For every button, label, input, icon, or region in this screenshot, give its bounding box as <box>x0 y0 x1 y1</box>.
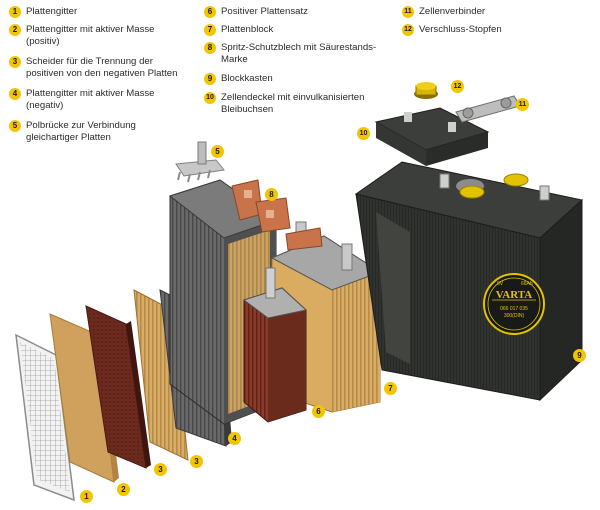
legend-badge: 5 <box>9 120 21 132</box>
legend-text: Positiver Plattensatz <box>221 6 308 17</box>
callout-10: 10 <box>357 127 370 140</box>
legend-text: Scheider für die Trennung der <box>26 56 153 67</box>
battery-label-capacity: 66Ah <box>521 281 533 287</box>
legend-text: Plattenblock <box>221 24 274 35</box>
callout-8: 8 <box>265 188 278 201</box>
legend-badge: 10 <box>204 92 216 104</box>
legend-badge: 11 <box>402 6 414 18</box>
legend-badge: 8 <box>204 42 216 54</box>
legend-item-7: 7 Plattenblock <box>204 24 273 36</box>
legend-badge: 6 <box>204 6 216 18</box>
positive-plate-set <box>242 267 308 423</box>
cell-connector-part <box>455 95 521 123</box>
legend-text: Zellenverbinder <box>419 6 486 17</box>
active-mass-plate-brown <box>85 305 151 469</box>
legend-badge: 1 <box>9 6 21 18</box>
vent-plug-part <box>414 82 438 99</box>
legend-text: Plattengitter mit aktiver Masse <box>26 24 155 35</box>
legend-text: Verschluss-Stopfen <box>419 24 502 35</box>
legend-item-12: 12 Verschluss-Stopfen <box>402 24 502 36</box>
legend-item-6: 6 Positiver Plattensatz <box>204 6 308 18</box>
legend-text: Marke <box>221 54 248 65</box>
legend-text: Plattengitter mit aktiver Masse <box>26 88 155 99</box>
battery-label-brand: VARTA <box>496 289 533 301</box>
legend-text: positiven von den negativen Platten <box>26 68 178 79</box>
legend-text: gleichartiger Platten <box>26 132 111 143</box>
legend-item-1: 1 Plattengitter <box>9 6 77 18</box>
legend-badge: 4 <box>9 88 21 100</box>
callout-4: 4 <box>228 432 241 445</box>
battery-label-line2: 300(DIN) <box>504 313 525 319</box>
legend-badge: 3 <box>9 56 21 68</box>
callout-3: 3 <box>190 455 203 468</box>
battery-label-voltage: 6V <box>497 281 504 287</box>
callout-1: 1 <box>80 490 93 503</box>
legend-text: Plattengitter <box>26 6 78 17</box>
pole-bridge-part <box>175 141 225 183</box>
legend-text: Polbrücke zur Verbindung <box>26 120 136 131</box>
legend-item-5: 5 Polbrücke zur Verbindung gleichartiger… <box>9 120 136 144</box>
callout-6: 6 <box>312 405 325 418</box>
legend-text: (positiv) <box>26 36 60 47</box>
legend-item-9: 9 Blockkasten <box>204 73 273 85</box>
legend-text: Bleibuchsen <box>221 104 274 115</box>
splash-guard-part <box>231 179 291 233</box>
battery-label-line1: 066 017 035 <box>500 306 528 312</box>
legend-badge: 2 <box>9 24 21 36</box>
legend-badge: 7 <box>204 24 216 36</box>
legend-text: Blockkasten <box>221 73 273 84</box>
legend-item-3: 3 Scheider für die Trennung der positive… <box>9 56 177 80</box>
callout-12: 12 <box>451 80 464 93</box>
legend-item-8: 8 Spritz-Schutzblech mit Säurestands- Ma… <box>204 42 376 66</box>
legend-badge: 12 <box>402 24 414 36</box>
legend-text: Spritz-Schutzblech mit Säurestands- <box>221 42 377 53</box>
legend-text: (negativ) <box>26 100 64 111</box>
battery-case: 6V 66Ah VARTA 066 017 035 300(DIN) <box>354 161 584 402</box>
callout-9: 9 <box>573 349 586 362</box>
legend-text: Zellendeckel mit einvulkanisierten <box>221 92 365 103</box>
legend-item-11: 11 Zellenverbinder <box>402 6 485 18</box>
legend-badge: 9 <box>204 73 216 85</box>
callout-11: 11 <box>516 98 529 111</box>
callout-3: 2 <box>117 483 130 496</box>
callout-7: 7 <box>384 382 397 395</box>
legend-item-4: 4 Plattengitter mit aktiver Masse (negat… <box>9 88 155 112</box>
legend-item-10: 10 Zellendeckel mit einvulkanisierten Bl… <box>204 92 364 116</box>
callout-5: 5 <box>211 145 224 158</box>
callout-2: 3 <box>154 463 167 476</box>
lead-grid-part <box>15 333 75 502</box>
legend-item-2: 2 Plattengitter mit aktiver Masse (posit… <box>9 24 155 48</box>
